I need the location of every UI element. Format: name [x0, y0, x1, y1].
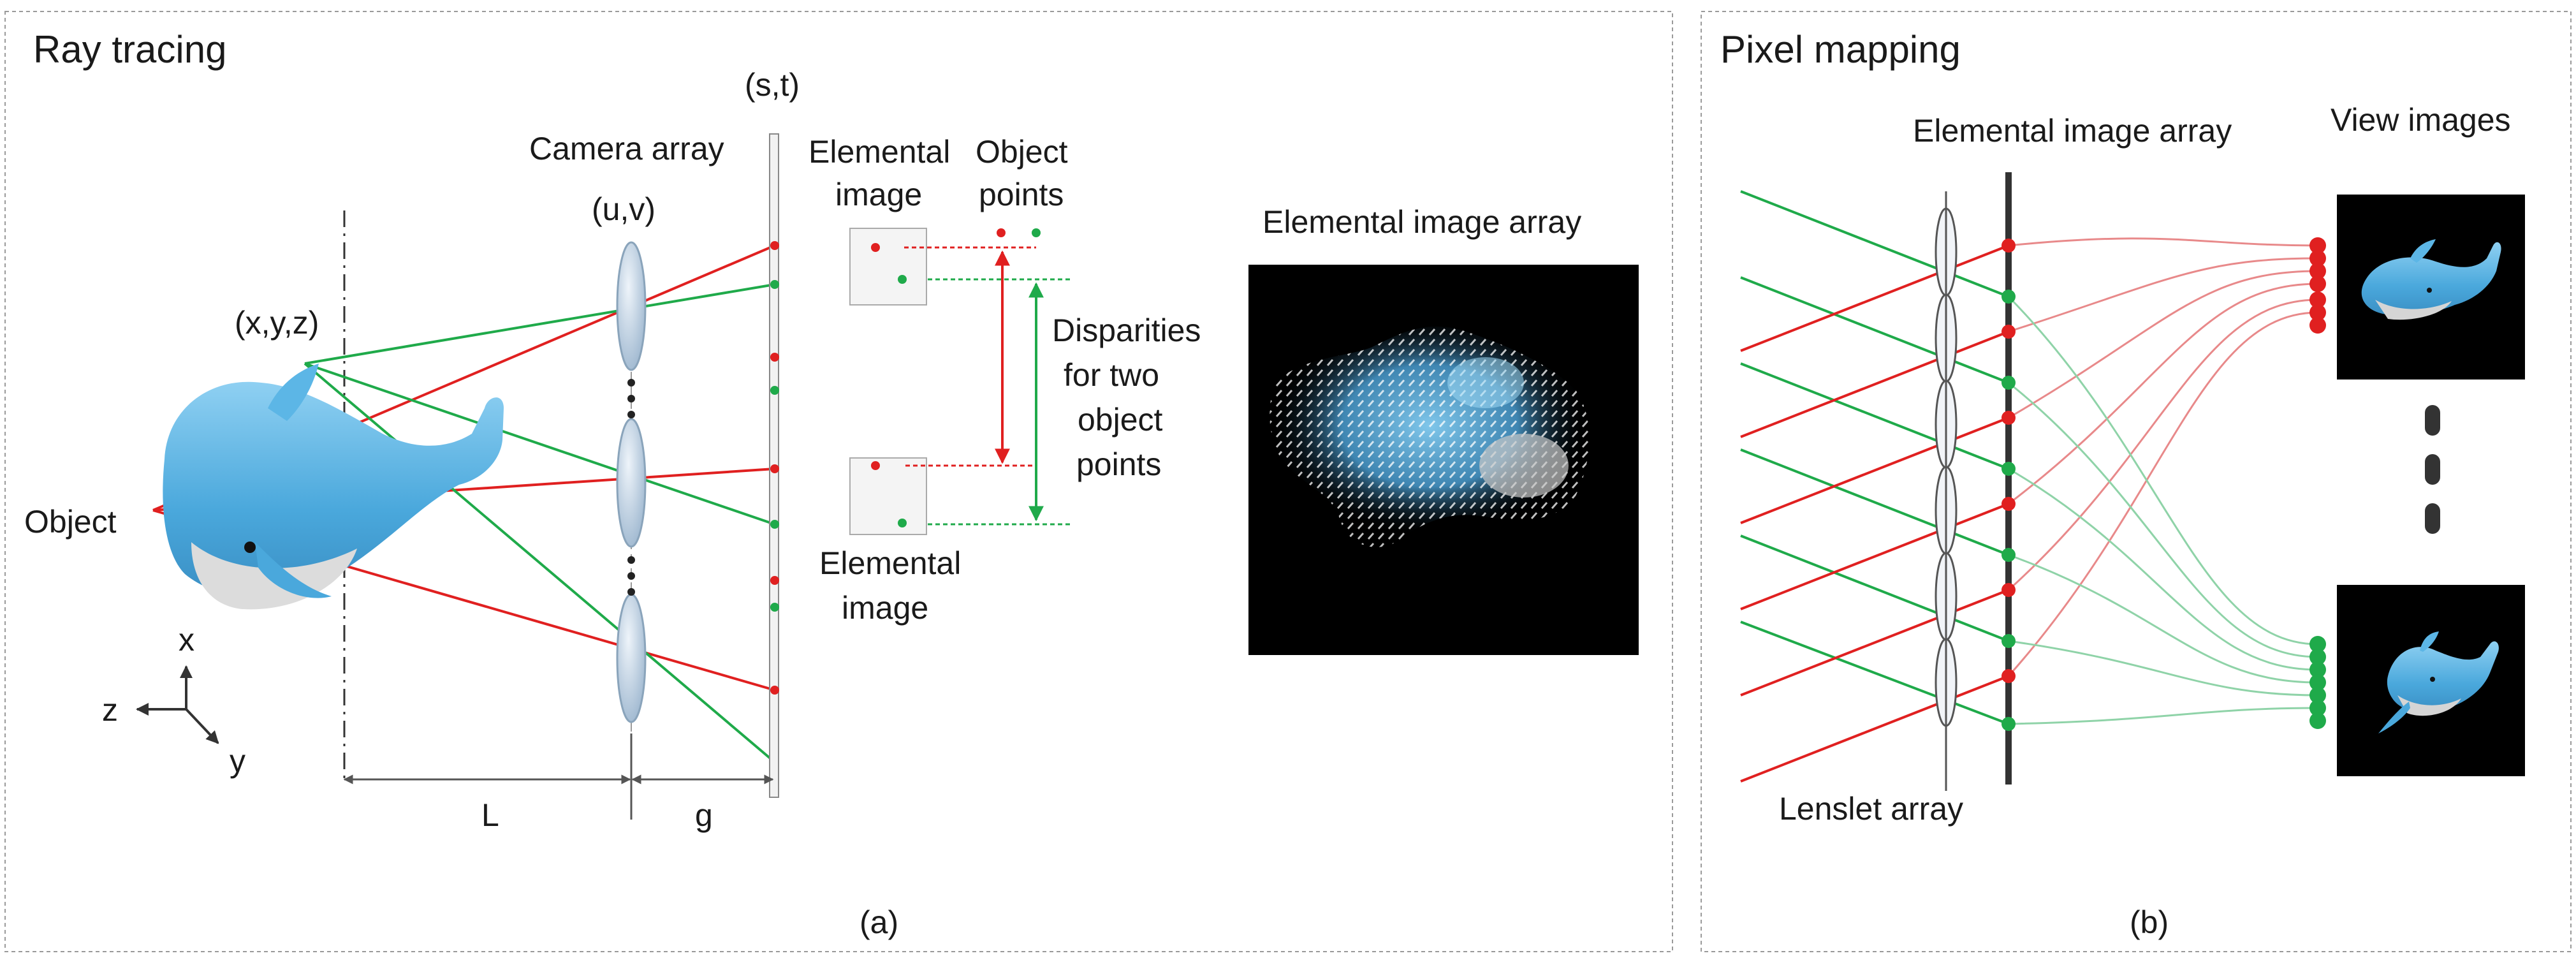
label-sensor-coord: (s,t)	[745, 67, 800, 103]
view-green-pixels	[2309, 636, 2326, 729]
panel-b-caption: (b)	[2130, 904, 2169, 940]
disparity-guides	[904, 246, 1071, 526]
sensor-green-dots	[770, 280, 779, 612]
incoming-rays-red	[1740, 244, 2009, 783]
label-eia-title: Elemental image array	[1262, 204, 1581, 240]
panel-b-title: Pixel mapping	[1720, 28, 1961, 71]
label-distance-l: L	[481, 797, 499, 833]
view-image-top	[2337, 195, 2525, 380]
label-disparities-1: Disparities	[1052, 313, 1201, 348]
mapping-curves-red	[2007, 237, 2318, 677]
label-object-points-2: points	[979, 177, 1064, 212]
label-elemental-image-top-2: image	[835, 177, 922, 212]
label-disparities-2: for two	[1064, 357, 1159, 393]
axis-x-label: x	[179, 622, 194, 658]
label-disparities-3: object	[1078, 402, 1163, 438]
lens-bottom	[616, 593, 647, 723]
label-camera-array: Camera array	[529, 131, 724, 166]
label-distance-g: g	[695, 797, 713, 833]
label-lens-coord: (u,v)	[592, 191, 655, 227]
view-image-bottom	[2337, 585, 2525, 776]
object-points-dots	[997, 228, 1041, 237]
label-point-coord: (x,y,z)	[235, 305, 319, 341]
sensor-red-dots	[770, 241, 779, 695]
mapping-curves-green	[2007, 295, 2318, 725]
label-lenslet-array: Lenslet array	[1779, 791, 1963, 827]
label-elemental-image-bottom-2: image	[842, 590, 928, 626]
label-disparities-4: points	[1076, 446, 1161, 482]
incoming-rays-green	[1740, 190, 2009, 725]
eia-green-dots	[2002, 290, 2016, 731]
lens-ellipsis	[627, 379, 635, 596]
panel-a-caption: (a)	[860, 904, 898, 940]
lens-middle	[616, 418, 647, 548]
label-elemental-image-top-1: Elemental	[809, 134, 950, 170]
axis-z-label: z	[102, 692, 118, 728]
panel-b-frame	[1701, 11, 2572, 952]
green-rays	[304, 283, 776, 763]
eia-content	[1270, 326, 1590, 547]
label-elemental-image-bottom-1: Elemental	[819, 545, 961, 581]
axis-y-label: y	[230, 743, 245, 779]
label-object-points-1: Object	[976, 134, 1068, 170]
view-image-ellipsis	[2425, 405, 2440, 534]
coordinate-axes	[136, 665, 219, 744]
elemental-image-bottom	[849, 457, 927, 535]
eia-red-dots	[2002, 239, 2016, 683]
elemental-image-top	[849, 228, 927, 306]
distance-markers	[343, 733, 774, 820]
view-red-pixels	[2309, 237, 2326, 334]
panel-a-title: Ray tracing	[33, 28, 226, 71]
label-view-images: View images	[2331, 102, 2511, 138]
lens-top	[616, 241, 647, 371]
whale-object	[163, 364, 504, 610]
panel-a-frame	[4, 11, 1673, 952]
label-object: Object	[24, 504, 117, 540]
label-eia-b: Elemental image array	[1913, 113, 2232, 149]
